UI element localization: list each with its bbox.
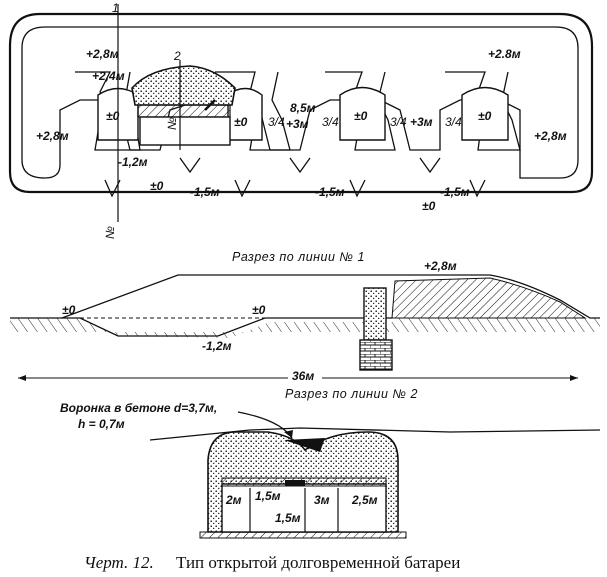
section-1-parapet: [391, 277, 587, 319]
label-p3-b: +3м: [410, 115, 433, 129]
gun-pit-3: [325, 71, 396, 151]
label-zero-1: ±0: [106, 109, 120, 123]
section-line-2-mark: №: [165, 117, 179, 130]
label-frac-a: 3/4: [268, 115, 285, 129]
caption-prefix: Черт. 12.: [84, 553, 154, 572]
section-2: Разрез по линии № 2 Воронка в бетоне d=3…: [60, 387, 601, 539]
label-p24: +2,4м: [92, 69, 125, 83]
plan-outer-outline: [8, 12, 594, 194]
label-frac-c: 3/4: [390, 115, 407, 129]
section-2-title: Разрез по линии № 2: [285, 387, 418, 401]
label-zero-bottom-left: ±0: [150, 179, 164, 193]
crater: [284, 438, 325, 452]
section-2-d3: 3м: [314, 493, 330, 507]
label-p3-a: +3м: [286, 117, 309, 131]
caption-text: Тип открытой долговременной батареи: [176, 553, 460, 572]
section-1-dim-36: 36м: [292, 369, 314, 383]
section-1-p28: +2,8м: [424, 259, 457, 273]
label-p85: 8,5м: [290, 101, 316, 115]
section-1-zero-mid: ±0: [252, 303, 266, 317]
label-m15-a: -1,5м: [190, 185, 220, 199]
crater-label-1: Воронка в бетоне d=3,7м,: [60, 401, 217, 415]
section-1-profile: [10, 274, 600, 319]
label-zero-bottom-right: ±0: [422, 199, 436, 213]
label-frac-b: 3/4: [322, 115, 339, 129]
label-p28-right-top: +2.8м: [488, 47, 521, 61]
section-line-1-mark: №: [103, 226, 117, 239]
section-2-d15-a: 1,5м: [255, 489, 281, 503]
section-1-title: Разрез по линии № 1: [232, 250, 365, 264]
plan-bunker: [131, 65, 236, 146]
section-1: Разрез по линии № 1 +2,8м ±0 ±0 -1,2м 36…: [10, 250, 600, 383]
label-m12: -1,2м: [118, 155, 148, 169]
section-2-d2: 2м: [225, 493, 242, 507]
section-line-1-number: 1: [112, 1, 119, 15]
label-p28-left-top: +2,8м: [86, 47, 119, 61]
front-diamonds: [104, 157, 486, 198]
label-frac-d: 3/4: [445, 115, 462, 129]
label-zero-3: ±0: [354, 109, 368, 123]
gun-pit-4: [445, 71, 521, 151]
section-1-zero-left: ±0: [62, 303, 76, 317]
label-zero-2: ±0: [234, 115, 248, 129]
caption: Черт. 12. Тип открытой долговременной ба…: [84, 553, 460, 572]
section-1-ground: [10, 318, 600, 338]
label-m15-c: -1,5м: [440, 185, 470, 199]
label-p28-right: +2,8м: [534, 129, 567, 143]
label-m15-b: -1,5м: [315, 185, 345, 199]
section-2-chamber: [221, 483, 387, 533]
plan-view: 1 № 2 № +2,8м +2,4м +2.8м +2,8м +2,8м ±0…: [8, 1, 594, 239]
label-p28-left: +2,8м: [36, 129, 69, 143]
section-line-2-number: 2: [173, 49, 181, 63]
crater-label-2: h = 0,7м: [78, 417, 125, 431]
section-2-d15-b: 1,5м: [275, 511, 301, 525]
section-1-foundation: [359, 339, 393, 371]
section-1-m12: -1,2м: [202, 339, 232, 353]
section-1-wall: [363, 287, 387, 341]
section-2-d25: 2,5м: [351, 493, 378, 507]
label-zero-4: ±0: [478, 109, 492, 123]
